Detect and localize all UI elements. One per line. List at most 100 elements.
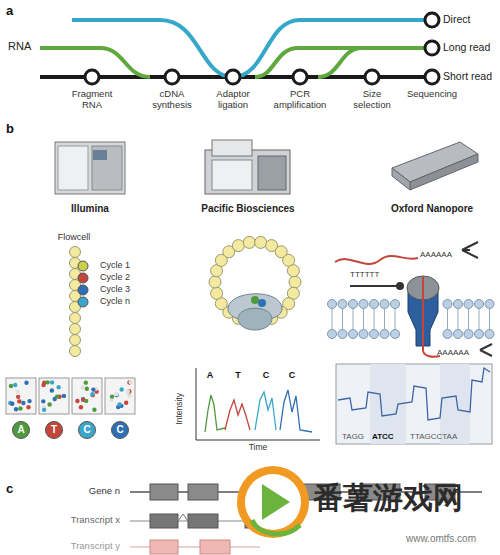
- lipid-head: [464, 330, 473, 339]
- cluster-dot: [14, 407, 18, 411]
- lipid-head: [380, 300, 389, 309]
- cluster-dot: [17, 399, 21, 403]
- template-bead: [255, 236, 267, 248]
- watermark: www.omtfs.com: [406, 533, 476, 545]
- lipid-head: [370, 300, 379, 309]
- panel-letter: b: [6, 122, 14, 137]
- lipid-head: [464, 300, 473, 309]
- cluster-dot: [90, 392, 94, 396]
- cluster-dot: [16, 395, 20, 399]
- base-bead: [70, 324, 81, 335]
- cluster-dot: [10, 402, 14, 406]
- cycle-bead: [78, 273, 88, 283]
- part-label: Flowcell: [58, 232, 91, 242]
- base-bead: [70, 247, 81, 258]
- lipid-head: [359, 300, 368, 309]
- legend-text: C: [83, 424, 90, 436]
- sequence-text: TAGG: [342, 432, 364, 441]
- lipid-head: [328, 330, 337, 339]
- platform-name: Oxford Nanopore: [391, 203, 473, 215]
- lipid-tail: [374, 309, 375, 329]
- cycle-label: Cycle n: [100, 296, 130, 306]
- cluster-dot: [92, 408, 96, 412]
- axis-label: Time: [249, 443, 268, 453]
- lipid-head: [370, 330, 379, 339]
- cluster-dot: [55, 394, 59, 398]
- cycle-bead: [78, 297, 88, 307]
- cluster-dot: [127, 394, 131, 398]
- output-label: Long read: [443, 41, 490, 53]
- cluster-dot: [62, 394, 66, 398]
- template-bead: [243, 236, 255, 248]
- sequence-tag: AAAAAA: [437, 348, 469, 357]
- cluster-dot: [124, 401, 128, 405]
- template-bead: [232, 240, 244, 252]
- lipid-tail: [332, 309, 333, 329]
- legend-text: T: [51, 424, 57, 436]
- flowcell-tile: [6, 378, 36, 414]
- cluster-dot: [84, 399, 88, 403]
- cycle-label: Cycle 3: [100, 284, 130, 294]
- lipid-tail: [395, 309, 396, 329]
- lipid-head: [391, 330, 400, 339]
- base-bead: [70, 313, 81, 324]
- step-label: PCR amplification: [264, 89, 336, 111]
- cluster-dot: [41, 399, 45, 403]
- lipid-tail: [458, 309, 459, 329]
- template-bead: [211, 287, 223, 299]
- cluster-dot: [24, 380, 28, 384]
- template-bead: [289, 276, 301, 288]
- cluster-dot: [21, 401, 25, 405]
- base-bead: [70, 346, 81, 357]
- template-bead: [209, 276, 221, 288]
- cluster-dot: [45, 380, 49, 384]
- cluster-dot: [91, 387, 95, 391]
- output-label: Short read: [443, 70, 492, 82]
- panel-letter: c: [6, 482, 13, 497]
- lipid-head: [338, 300, 347, 309]
- sequence-tag: TTTTTT: [350, 270, 379, 279]
- cluster-dot: [27, 399, 31, 403]
- transcript-label: Transcript y: [71, 541, 120, 552]
- lipid-head: [485, 330, 494, 339]
- cluster-dot: [115, 393, 119, 397]
- lipid-head: [443, 300, 452, 309]
- lipid-tail: [468, 309, 469, 329]
- lipid-head: [475, 330, 484, 339]
- cluster-dot: [79, 405, 83, 409]
- base-call: T: [235, 370, 241, 380]
- lipid-tail: [342, 309, 343, 329]
- lipid-head: [454, 330, 463, 339]
- cluster-dot: [114, 392, 118, 396]
- sequence-tag: AAAAAA: [420, 250, 452, 259]
- watermark: 番薯游戏网: [313, 481, 463, 516]
- lipid-tail: [363, 309, 364, 329]
- cluster-dot: [85, 387, 89, 391]
- cluster-dot: [80, 385, 84, 389]
- axis-label: Intensity: [175, 393, 185, 425]
- cluster-dot: [47, 402, 51, 406]
- cycle-bead: [78, 261, 88, 271]
- lipid-head: [328, 300, 337, 309]
- lipid-head: [338, 330, 347, 339]
- cycle-label: Cycle 1: [100, 260, 130, 270]
- lipid-tail: [353, 309, 354, 329]
- cluster-dot: [9, 384, 13, 388]
- base-call: A: [207, 370, 214, 380]
- lipid-tail: [479, 309, 480, 329]
- cluster-dot: [15, 390, 19, 394]
- input-label: RNA: [8, 40, 31, 53]
- platform-name: Illumina: [71, 203, 109, 215]
- sequence-text: TTAGCCTAA: [410, 432, 457, 441]
- cluster-dot: [41, 383, 45, 387]
- lipid-head: [475, 300, 484, 309]
- cluster-dot: [126, 390, 130, 394]
- cluster-dot: [26, 405, 30, 409]
- flowcell-tile: [105, 378, 135, 414]
- cycle-bead: [78, 285, 88, 295]
- cluster-dot: [13, 383, 17, 387]
- legend-text: A: [17, 424, 24, 436]
- base-call: C: [289, 370, 296, 380]
